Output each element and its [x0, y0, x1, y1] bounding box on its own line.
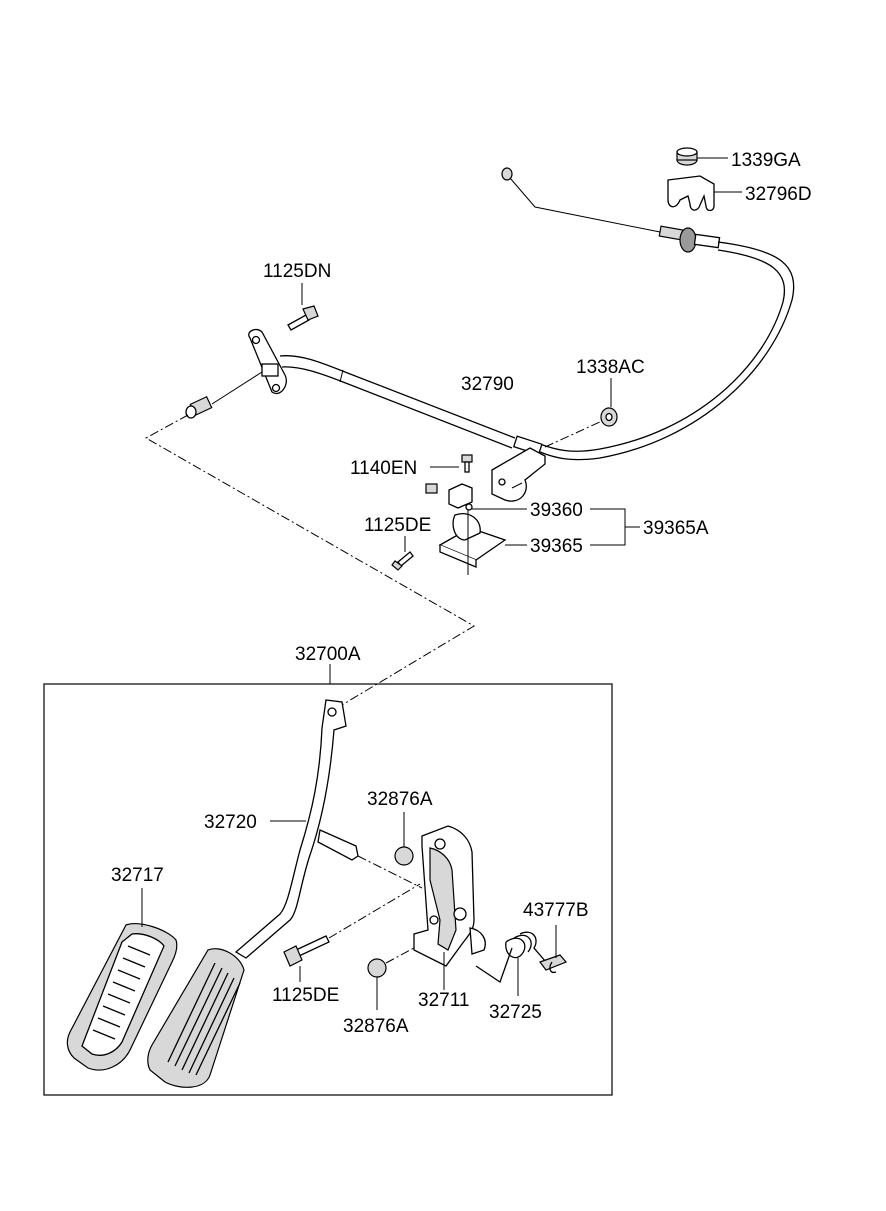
label-1125de-upper: 1125DE [364, 515, 431, 536]
pedal-arm-32720 [234, 699, 347, 959]
label-32876a-lower: 32876A [343, 1016, 409, 1037]
pedal-bracket-32711 [413, 825, 486, 990]
pivot-pin [317, 829, 423, 889]
group-bracket-39365a [590, 508, 640, 546]
pedal-pad [147, 948, 245, 1088]
pedal-assembly-frame [43, 683, 613, 1096]
label-1140en: 1140EN [350, 458, 417, 479]
return-spring-32725 [475, 931, 547, 996]
label-32711: 32711 [418, 990, 469, 1011]
label-32725: 32725 [489, 1002, 542, 1023]
stopper-32876a-upper [394, 812, 414, 866]
label-39360: 39360 [530, 500, 583, 521]
bolt-1125de-lower [283, 883, 421, 982]
clip-43777b [539, 925, 568, 974]
label-43777b: 43777B [523, 900, 589, 921]
bolt-1125de-upper [391, 536, 414, 571]
label-39365: 39365 [530, 536, 583, 557]
part-labels: 1339GA 32796D 1125DN 32790 1338AC 1140EN… [111, 150, 812, 1037]
alignment-line [144, 414, 475, 706]
nut-1338ac [544, 378, 618, 448]
clip-32796d [667, 175, 742, 212]
stopper-32876a-lower [367, 947, 415, 1010]
accelerator-cable-32790 [185, 167, 795, 461]
label-1339ga: 1339GA [731, 150, 801, 171]
switch-39360 [425, 483, 527, 511]
cap-1339ga [676, 147, 728, 166]
label-39365a: 39365A [643, 518, 709, 539]
screw-1140en [430, 454, 473, 473]
label-1125dn: 1125DN [263, 261, 331, 282]
label-32876a-upper: 32876A [367, 789, 433, 810]
bolt-1125dn [287, 283, 319, 331]
label-1125de-lower: 1125DE [272, 985, 339, 1006]
cable-bracket [491, 447, 546, 502]
label-32790: 32790 [461, 374, 514, 395]
label-32720: 32720 [204, 812, 257, 833]
label-32796d: 32796D [745, 184, 812, 205]
switch-bracket-39365 [438, 510, 527, 575]
pedal-rubber-pad-32717 [66, 888, 178, 1071]
label-32717: 32717 [111, 865, 164, 886]
label-1338ac: 1338AC [576, 357, 645, 378]
label-32700a: 32700A [295, 644, 361, 665]
